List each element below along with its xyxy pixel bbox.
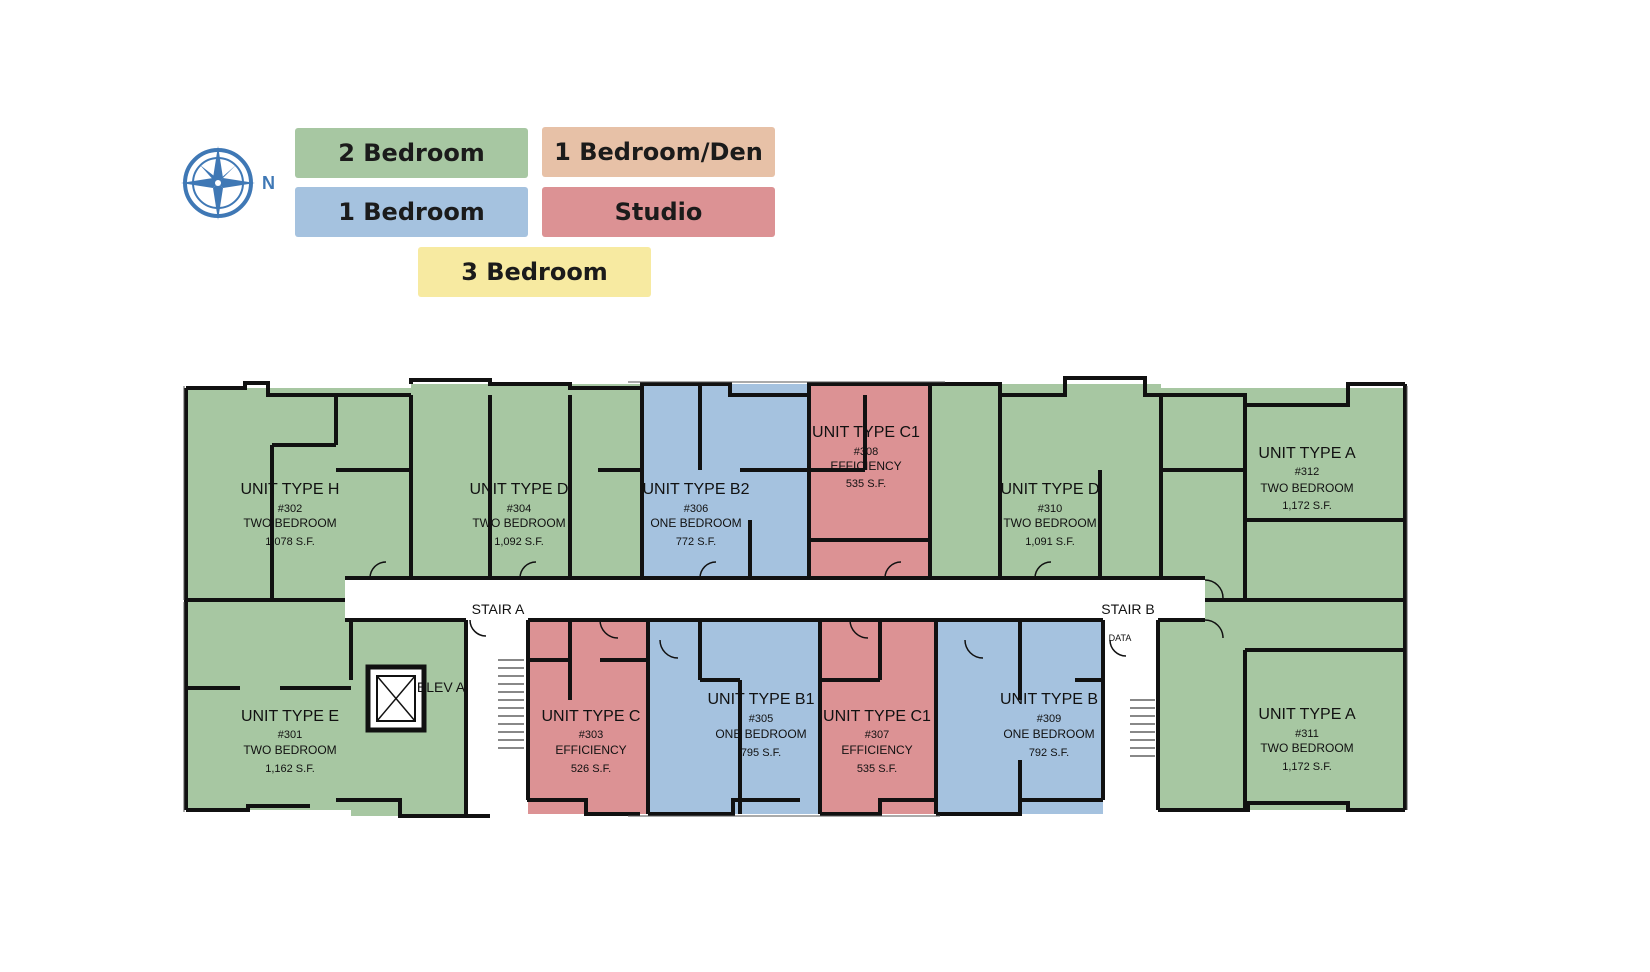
unit-type-label: UNIT TYPE C [542, 708, 641, 725]
unit-number: #309 [1037, 713, 1061, 725]
unit-311-area [1158, 600, 1405, 810]
unit-type-label: UNIT TYPE A [1258, 445, 1356, 462]
elevator-label: ELEV A [417, 679, 466, 695]
unit-number: #306 [684, 503, 708, 515]
corridor [345, 578, 1205, 620]
stair-a-label: STAIR A [472, 601, 525, 617]
data-room-label: DATA [1109, 633, 1132, 643]
unit-area: 795 S.F. [741, 747, 781, 759]
unit-area: 792 S.F. [1029, 747, 1069, 759]
unit-kind: EFFICIENCY [841, 743, 912, 757]
unit-area: 1,078 S.F. [265, 536, 315, 548]
unit-kind: TWO BEDROOM [243, 743, 336, 757]
unit-number: #308 [854, 446, 878, 458]
unit-310-area [930, 384, 1161, 578]
compass-rose-icon [181, 146, 255, 220]
unit-area: 535 S.F. [846, 478, 886, 490]
unit-kind: TWO BEDROOM [1260, 741, 1353, 755]
unit-302-area [186, 388, 411, 600]
unit-kind: ONE BEDROOM [715, 727, 806, 741]
unit-type-label: UNIT TYPE A [1258, 706, 1356, 723]
unit-306-area [642, 384, 809, 578]
unit-type-label: UNIT TYPE E [241, 708, 339, 725]
unit-type-label: UNIT TYPE B [1000, 691, 1098, 708]
stair-treads [498, 659, 1155, 757]
unit-area: 1,092 S.F. [494, 536, 544, 548]
unit-312-area [1161, 388, 1405, 600]
legend-label: 2 Bedroom [338, 139, 485, 167]
compass: N [180, 143, 290, 227]
unit-type-label: UNIT TYPE D [1001, 481, 1100, 498]
unit-area: 1,091 S.F. [1025, 536, 1075, 548]
stair-b-label: STAIR B [1101, 601, 1154, 617]
unit-kind: TWO BEDROOM [243, 516, 336, 530]
unit-area: 526 S.F. [571, 763, 611, 775]
unit-308-area [809, 384, 930, 578]
unit-area: 1,172 S.F. [1282, 761, 1332, 773]
legend-one-bedroom: 1 Bedroom [295, 187, 528, 237]
legend-label: 1 Bedroom/Den [554, 138, 763, 166]
legend-label: Studio [614, 198, 703, 226]
legend-label: 1 Bedroom [338, 198, 485, 226]
unit-area: 535 S.F. [857, 763, 897, 775]
unit-type-label: UNIT TYPE B1 [708, 691, 815, 708]
unit-type-label: UNIT TYPE D [470, 481, 569, 498]
unit-kind: TWO BEDROOM [1003, 516, 1096, 530]
legend-label: 3 Bedroom [461, 258, 608, 286]
legend-two-bedroom: 2 Bedroom [295, 128, 528, 178]
unit-305-area [648, 620, 820, 814]
unit-number: #302 [278, 503, 302, 515]
window-lines [183, 381, 1408, 817]
unit-type-label: UNIT TYPE C1 [823, 708, 931, 725]
walls [184, 376, 1407, 818]
door-swings [369, 561, 1224, 659]
stair-b [1103, 620, 1158, 800]
unit-kind: EFFICIENCY [555, 743, 626, 757]
unit-area: 772 S.F. [676, 536, 716, 548]
unit-kind: EFFICIENCY [830, 459, 901, 473]
unit-number: #303 [579, 729, 603, 741]
legend-studio: Studio [542, 187, 775, 237]
unit-type-label: UNIT TYPE B2 [643, 481, 750, 498]
unit-303-area [528, 620, 648, 814]
unit-number: #305 [749, 713, 773, 725]
legend-one-bedroom-den: 1 Bedroom/Den [542, 127, 775, 177]
unit-number: #304 [507, 503, 531, 515]
unit-kind: ONE BEDROOM [650, 516, 741, 530]
unit-number: #301 [278, 729, 302, 741]
unit-number: #307 [865, 729, 889, 741]
unit-number: #310 [1038, 503, 1062, 515]
unit-number: #312 [1295, 466, 1319, 478]
unit-kind: TWO BEDROOM [472, 516, 565, 530]
unit-kind: TWO BEDROOM [1260, 481, 1353, 495]
unit-type-label: UNIT TYPE C1 [812, 424, 920, 441]
unit-301-area [186, 600, 351, 810]
legend-three-bedroom: 3 Bedroom [418, 247, 651, 297]
unit-kind: ONE BEDROOM [1003, 727, 1094, 741]
unit-type-label: UNIT TYPE H [241, 481, 340, 498]
unit-number: #311 [1295, 728, 1319, 740]
north-label: N [262, 173, 275, 193]
unit-area: 1,172 S.F. [1282, 500, 1332, 512]
elevator [365, 664, 427, 733]
stair-a [466, 620, 528, 800]
unit-area: 1,162 S.F. [265, 763, 315, 775]
unit-304-area [411, 384, 642, 578]
